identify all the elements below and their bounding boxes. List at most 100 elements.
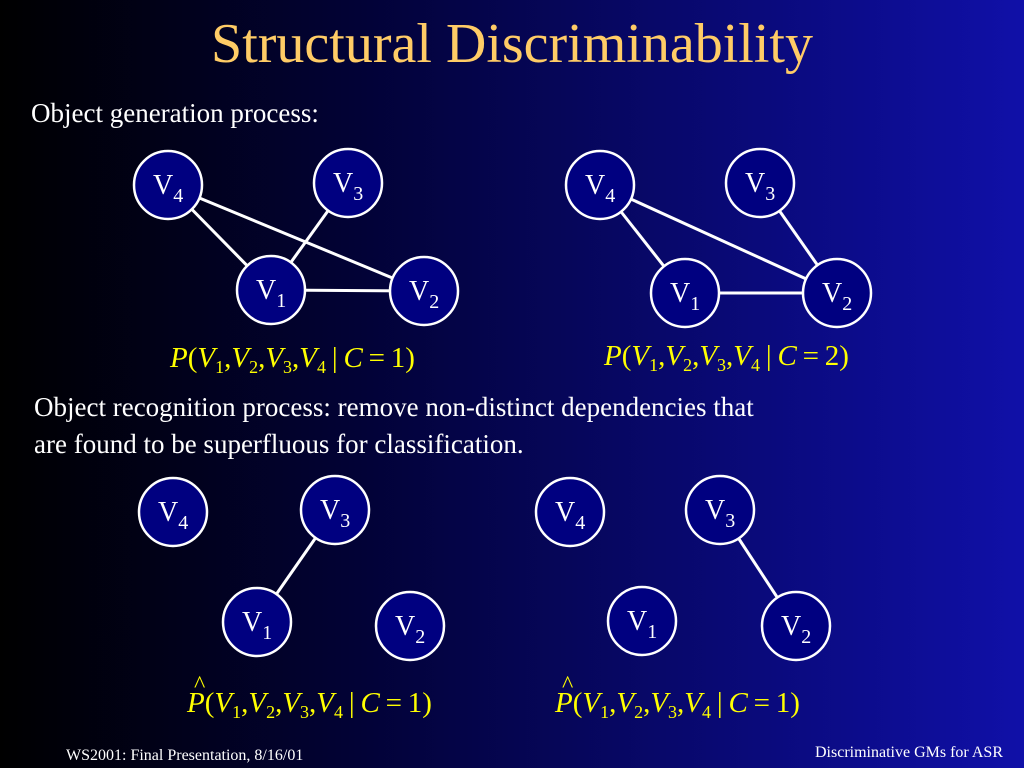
probability-letter: P xyxy=(187,687,205,719)
node-circle xyxy=(299,474,371,546)
node-v1: V1 xyxy=(221,586,293,658)
probability-letter: P xyxy=(170,342,188,374)
class-value: 1 xyxy=(390,342,406,374)
close-paren: ) xyxy=(405,342,415,374)
variable: V xyxy=(684,687,703,719)
given-bar: | xyxy=(760,340,778,372)
class-variable: C xyxy=(360,687,380,719)
variable: V xyxy=(316,687,335,719)
node-label: V2 xyxy=(822,278,852,315)
formula-recognition-class1: ^P(V1,V2,V3,V4 | C = 1) xyxy=(187,672,432,722)
node-label: V3 xyxy=(705,495,735,532)
variable-subscript: 2 xyxy=(683,355,693,375)
variable: V xyxy=(299,342,318,374)
node-v3: V3 xyxy=(724,147,796,219)
graph-rec-left: V1 V2 V3 V4 xyxy=(137,474,446,662)
given-bar: | xyxy=(711,687,729,719)
formula-generation-class1: P(V1,V2,V3,V4 | C = 1) xyxy=(170,340,415,376)
slide-title: Structural Discriminability xyxy=(211,13,813,75)
probability-symbol: P xyxy=(170,340,188,376)
node-circle xyxy=(801,257,873,329)
footer-right: Discriminative GMs for ASR xyxy=(815,744,1003,761)
node-circle xyxy=(374,590,446,662)
node-label: V1 xyxy=(627,606,657,643)
variable-subscript: 1 xyxy=(232,702,242,722)
class-variable: C xyxy=(728,687,748,719)
variable-subscript: 3 xyxy=(717,355,727,375)
node-label: V3 xyxy=(333,168,363,205)
node-v4: V4 xyxy=(534,476,606,548)
graph-gen-right: V1 V2 V3 V4 xyxy=(564,147,873,329)
node-label: V2 xyxy=(781,611,811,648)
class-value: 1 xyxy=(407,687,423,719)
node-label: V2 xyxy=(395,611,425,648)
probability-symbol: P xyxy=(604,338,622,374)
node-circle xyxy=(649,257,721,329)
node-circle xyxy=(564,149,636,221)
recognition-process-text-line1: Object recognition process: remove non-d… xyxy=(34,392,754,422)
node-v2: V2 xyxy=(801,257,873,329)
comma: , xyxy=(224,342,232,374)
variable-subscript: 4 xyxy=(702,702,712,722)
node-label: V1 xyxy=(670,278,700,315)
probability-letter: P xyxy=(555,687,573,719)
node-v4: V4 xyxy=(564,149,636,221)
close-paren: ) xyxy=(790,687,800,719)
node-v4: V4 xyxy=(137,476,209,548)
probability-letter: P xyxy=(604,340,622,372)
class-value: 2 xyxy=(824,340,840,372)
variable-subscript: 4 xyxy=(334,702,344,722)
edge-v4-v2 xyxy=(167,183,425,293)
variable-subscript: 2 xyxy=(634,702,644,722)
close-paren: ) xyxy=(839,340,849,372)
node-v2: V2 xyxy=(374,590,446,662)
recognition-process-text-line2: are found to be superfluous for classifi… xyxy=(34,429,524,459)
given-bar: | xyxy=(343,687,361,719)
variable-subscript: 2 xyxy=(249,357,259,377)
node-v3: V3 xyxy=(312,147,384,219)
variable: V xyxy=(265,342,284,374)
variable: V xyxy=(214,687,233,719)
variable: V xyxy=(616,687,635,719)
comma: , xyxy=(241,687,249,719)
variable: V xyxy=(231,342,250,374)
node-label: V4 xyxy=(555,497,585,534)
node-v3: V3 xyxy=(299,474,371,546)
comma: , xyxy=(275,687,283,719)
node-v1: V1 xyxy=(649,257,721,329)
equals-sign: = xyxy=(362,342,391,374)
hat-accent: ^ xyxy=(194,672,206,698)
class-value: 1 xyxy=(775,687,791,719)
close-paren: ) xyxy=(422,687,432,719)
node-circle xyxy=(684,474,756,546)
hat-accent: ^ xyxy=(562,672,574,698)
node-circle xyxy=(132,149,204,221)
node-v2: V2 xyxy=(388,255,460,327)
variable: V xyxy=(248,687,267,719)
comma: , xyxy=(692,340,700,372)
variable-subscript: 3 xyxy=(283,357,293,377)
generation-process-label: Object generation process: xyxy=(31,98,319,128)
node-circle xyxy=(235,254,307,326)
node-label: V3 xyxy=(320,495,350,532)
comma: , xyxy=(309,687,317,719)
probability-symbol: ^P xyxy=(555,672,573,721)
node-circle xyxy=(137,476,209,548)
node-label: V4 xyxy=(585,170,615,207)
variable: V xyxy=(665,340,684,372)
variable-subscript: 4 xyxy=(317,357,327,377)
node-label: V1 xyxy=(242,607,272,644)
node-label: V3 xyxy=(745,168,775,205)
variable-subscript: 1 xyxy=(649,355,659,375)
variable: V xyxy=(650,687,669,719)
open-paren: ( xyxy=(204,687,215,719)
probability-symbol: ^P xyxy=(187,672,205,721)
given-bar: | xyxy=(326,342,344,374)
variable-subscript: 1 xyxy=(215,357,225,377)
node-v2: V2 xyxy=(760,590,832,662)
comma: , xyxy=(292,342,300,374)
comma: , xyxy=(677,687,685,719)
node-label: V4 xyxy=(158,497,188,534)
